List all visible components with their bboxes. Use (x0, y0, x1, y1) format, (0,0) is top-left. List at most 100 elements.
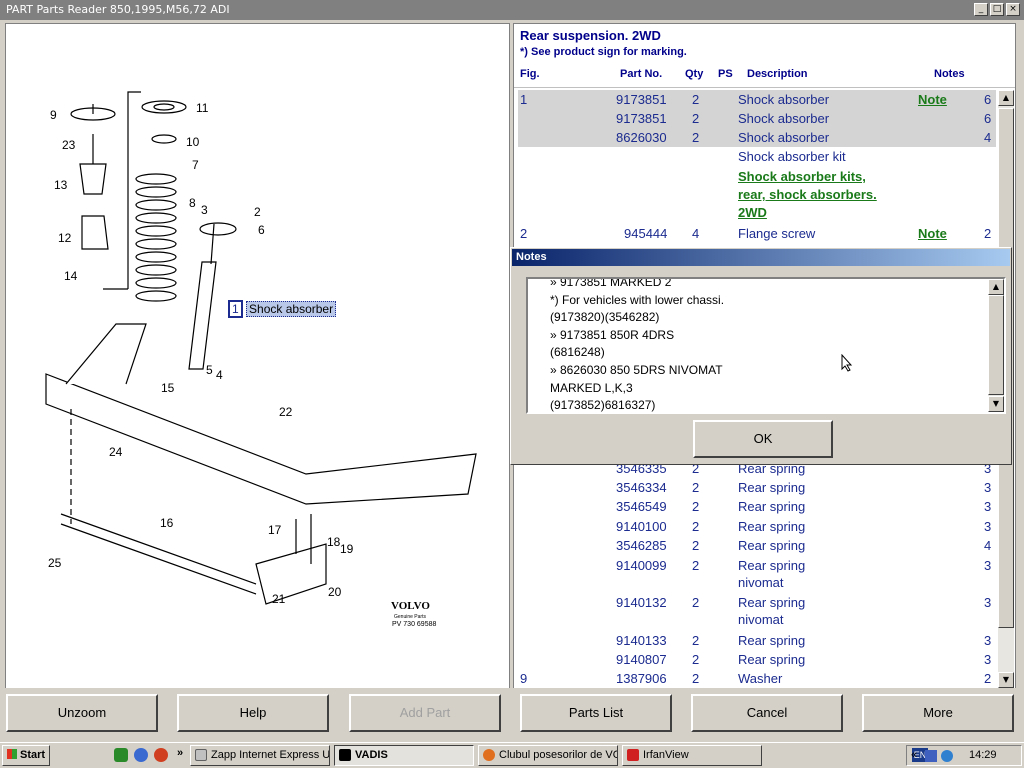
description-cell: Rear spring (738, 558, 806, 573)
quicklaunch-icon[interactable] (114, 748, 128, 762)
media-icon[interactable] (154, 748, 168, 762)
kit-link-line-3[interactable]: 2WD (738, 205, 767, 220)
col-part-no[interactable]: Part No. (620, 68, 663, 80)
table-row[interactable]: 9140807 2 Rear spring 3 (518, 650, 996, 669)
part-no-cell: 945444 (624, 226, 668, 241)
language-indicator[interactable]: EN (912, 748, 928, 762)
table-row[interactable]: 8626030 2 Shock absorber 4 (518, 128, 996, 147)
ok-button[interactable]: OK (693, 420, 833, 458)
svg-text:PV 730 69588: PV 730 69588 (392, 621, 436, 628)
task-label: VADIS (355, 749, 388, 761)
minimize-button[interactable]: _ (974, 3, 988, 16)
quicklaunch-chevron[interactable]: » (177, 747, 184, 759)
description-cell: Shock absorber (738, 111, 830, 126)
svg-text:13: 13 (54, 178, 68, 192)
irfanview-icon (627, 749, 639, 761)
notes-dialog: Notes » 9173851 MARKED 2 *) For vehicles… (510, 247, 1012, 465)
description-cell: Flange screw (738, 226, 816, 241)
description-cell: Rear spring (738, 480, 806, 495)
add-part-button[interactable]: Add Part (349, 694, 501, 732)
col-notes[interactable]: Notes (934, 68, 965, 80)
note-line: (9173852)6816327) (550, 398, 656, 413)
table-row[interactable]: 2 945444 4 Flange screw Note 2 (518, 224, 996, 243)
col-description[interactable]: Description (747, 68, 808, 80)
table-row[interactable]: 1 9173851 2 Shock absorber Note 6 (518, 90, 996, 109)
callout-shock-absorber[interactable]: 1 Shock absorber (228, 300, 337, 318)
table-row[interactable]: 3546285 2 Rear spring 4 (518, 536, 996, 555)
qty-cell: 4 (692, 226, 700, 241)
part-no-cell: 9140100 (616, 519, 667, 534)
fig-cell: 1 (520, 92, 528, 107)
col-fig[interactable]: Fig. (520, 68, 540, 80)
table-row[interactable]: 3546334 2 Rear spring 3 (518, 478, 996, 497)
note-line: (6816248) (550, 345, 605, 360)
kit-link-line-2[interactable]: rear, shock absorbers. (738, 187, 877, 202)
start-button[interactable]: Start (2, 745, 50, 766)
scroll-thumb[interactable] (988, 295, 1004, 395)
part-no-cell: 9140133 (616, 633, 667, 648)
notes-textbox[interactable]: » 9173851 MARKED 2 *) For vehicles with … (526, 277, 1006, 414)
network-icon[interactable] (925, 750, 937, 762)
close-button[interactable]: × (1006, 3, 1020, 16)
table-row[interactable]: Shock absorber kit (518, 147, 996, 166)
qty-cell: 2 (692, 652, 700, 667)
scroll-down-icon[interactable]: ▼ (998, 672, 1014, 688)
table-row[interactable]: 3546549 2 Rear spring 3 (518, 497, 996, 516)
note-line: (9173820)(3546282) (550, 310, 660, 325)
part-no-cell: 9173851 (616, 111, 667, 126)
window-controls: _ □ × (974, 3, 1020, 16)
parts-header: Rear suspension. 2WD *) See product sign… (514, 24, 1015, 88)
volume-icon[interactable] (941, 750, 953, 762)
part-no-cell: 9140099 (616, 558, 667, 573)
help-button[interactable]: Help (177, 694, 329, 732)
task-label: IrfanView (643, 749, 689, 761)
more-button[interactable]: More (862, 694, 1014, 732)
cancel-button[interactable]: Cancel (691, 694, 843, 732)
count-cell: 3 (984, 461, 992, 476)
svg-text:18: 18 (327, 535, 341, 549)
table-row[interactable]: 9 1387906 2 Washer 2 (518, 669, 996, 688)
table-row[interactable]: 9140133 2 Rear spring 3 (518, 631, 996, 650)
task-irfanview[interactable]: IrfanView (622, 745, 762, 766)
qty-cell: 2 (692, 538, 700, 553)
firefox-icon (483, 749, 495, 761)
unzoom-button[interactable]: Unzoom (6, 694, 158, 732)
note-line: *) For vehicles with lower chassi. (550, 292, 725, 307)
scroll-up-icon[interactable]: ▲ (998, 90, 1014, 106)
callout-label: Shock absorber (246, 301, 337, 317)
task-vadis[interactable]: VADIS (334, 745, 474, 766)
col-ps[interactable]: PS (718, 68, 733, 80)
qty-cell: 2 (692, 595, 700, 610)
browser-icon[interactable] (134, 748, 148, 762)
note-line: » 9173851 MARKED 2 (550, 277, 672, 289)
qty-cell: 2 (692, 92, 700, 107)
task-zapp[interactable]: Zapp Internet Express U... (190, 745, 330, 766)
description-cell: Rear spring (738, 538, 806, 553)
qty-cell: 2 (692, 558, 700, 573)
note-link[interactable]: Note (918, 92, 947, 107)
task-club[interactable]: Clubul posesorilor de VO... (478, 745, 618, 766)
part-no-cell: 1387906 (616, 671, 667, 686)
scroll-up-icon[interactable]: ▲ (988, 279, 1004, 295)
note-link[interactable]: Note (918, 226, 947, 241)
notes-scrollbar[interactable]: ▲ ▼ (988, 279, 1004, 412)
svg-text:Genuine Parts: Genuine Parts (394, 614, 426, 620)
svg-text:11: 11 (196, 101, 209, 115)
svg-text:7: 7 (192, 158, 199, 172)
kit-link-line-1[interactable]: Shock absorber kits, (738, 169, 866, 184)
table-row[interactable]: 9140132 2 Rear spring nivomat 3 (518, 593, 996, 630)
action-bar: Unzoom Help Add Part Parts List Cancel M… (0, 688, 1024, 740)
clock[interactable]: 14:29 (969, 749, 997, 761)
table-row[interactable]: 9173851 2 Shock absorber 6 (518, 109, 996, 128)
table-row[interactable]: 9140100 2 Rear spring 3 (518, 517, 996, 536)
parts-list-button[interactable]: Parts List (520, 694, 672, 732)
part-no-cell: 3546549 (616, 499, 667, 514)
scroll-down-icon[interactable]: ▼ (988, 396, 1004, 412)
table-row[interactable]: 9140099 2 Rear spring nivomat 3 (518, 556, 996, 593)
col-qty[interactable]: Qty (685, 68, 704, 80)
tray-expand-icon[interactable]: « (911, 749, 918, 761)
maximize-button[interactable]: □ (990, 3, 1004, 16)
count-cell: 4 (984, 130, 992, 145)
